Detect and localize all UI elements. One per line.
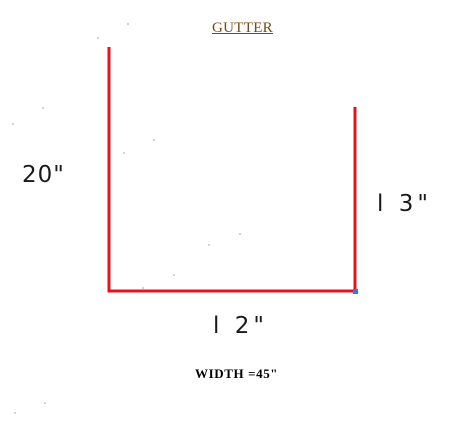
- bottom-dimension: l 2": [213, 313, 268, 339]
- right-side-dimension: l 3": [377, 191, 432, 217]
- diagram-title: GUTTER: [212, 20, 273, 36]
- endpoint-marker: [353, 289, 358, 294]
- left-side-dimension: 20": [22, 162, 65, 188]
- total-width-label: WIDTH =45": [195, 366, 279, 381]
- gutter-profile-line: [107, 47, 357, 293]
- background-speckles: [12, 23, 241, 414]
